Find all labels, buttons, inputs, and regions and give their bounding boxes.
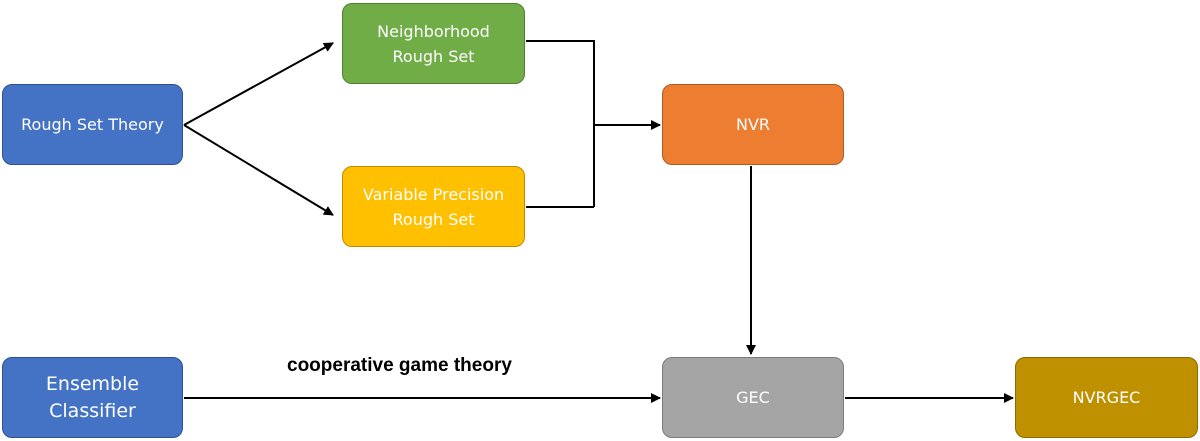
cooperative-game-theory-label: cooperative game theory (287, 355, 512, 376)
node-label-line: NVR (735, 115, 771, 134)
node-label-line: GEC (736, 388, 770, 407)
node-label-line: Ensemble (45, 372, 140, 395)
node-label-line: Rough Set Theory (21, 115, 164, 134)
arrow-rst-to-neighborhood (183, 42, 334, 126)
arrow-rst-to-variable-precision (183, 124, 334, 216)
variable-precision-rough-set-node: Variable Precision Rough Set (342, 166, 525, 247)
node-label-line: Classifier (49, 399, 136, 422)
ensemble-classifier-node: Ensemble Classifier (2, 357, 183, 438)
nvr-node: NVR (662, 84, 844, 165)
nvrgec-node: NVRGEC (1015, 357, 1198, 438)
node-label-line: Rough Set (392, 46, 475, 66)
node-label-line: NVRGEC (1072, 388, 1141, 407)
node-label-line: Neighborhood (377, 21, 490, 41)
node-label-line: Rough Set (392, 209, 475, 229)
connector-neighborhood-to-junction (526, 40, 595, 207)
gec-node: GEC (662, 357, 844, 438)
neighborhood-rough-set-node: Neighborhood Rough Set (342, 3, 525, 84)
rough-set-theory-node: Rough Set Theory (2, 84, 183, 165)
node-label-line: Variable Precision (362, 184, 505, 204)
